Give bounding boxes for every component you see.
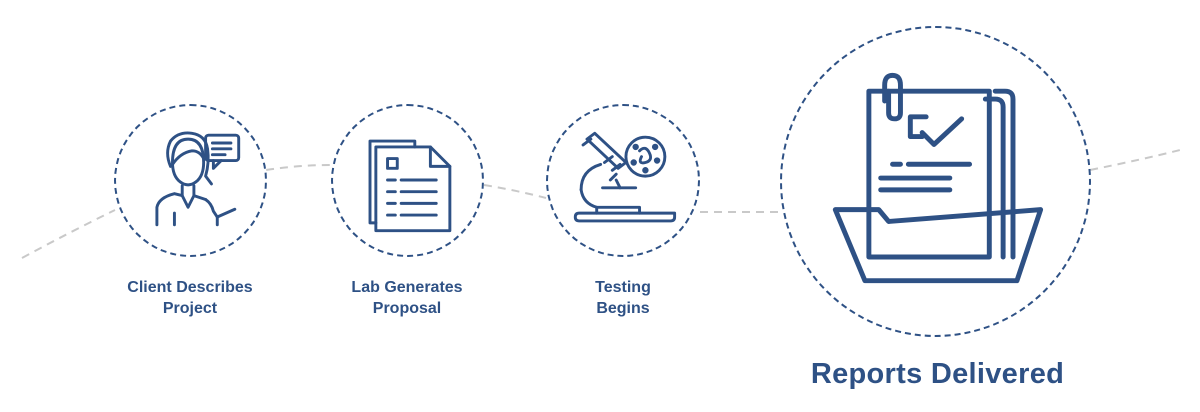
step-label-line: Testing xyxy=(595,279,651,296)
step-label-line: Begins xyxy=(596,300,650,317)
report-folder-icon xyxy=(832,72,1044,284)
step-circle-lab-generates-proposal xyxy=(331,104,484,257)
step-circle-testing-begins xyxy=(546,104,700,257)
step-circle-reports-delivered xyxy=(780,26,1091,337)
step-label-line: Lab Generates xyxy=(351,279,463,296)
step-circle-client-describes-project xyxy=(114,104,267,257)
client-speaking-icon xyxy=(155,131,241,227)
microscope-icon xyxy=(573,131,677,223)
step-label-lab-generates-proposal: Lab Generates Proposal xyxy=(307,277,507,319)
step-label-line: Client Describes xyxy=(127,279,253,296)
step-label-testing-begins: Testing Begins xyxy=(523,277,723,319)
step-label-line: Proposal xyxy=(372,300,442,317)
step-label-line: Project xyxy=(162,300,218,317)
final-step-label: Reports Delivered xyxy=(810,358,1065,390)
documents-icon xyxy=(368,139,452,233)
step-label-client-describes-project: Client Describes Project xyxy=(90,277,290,319)
